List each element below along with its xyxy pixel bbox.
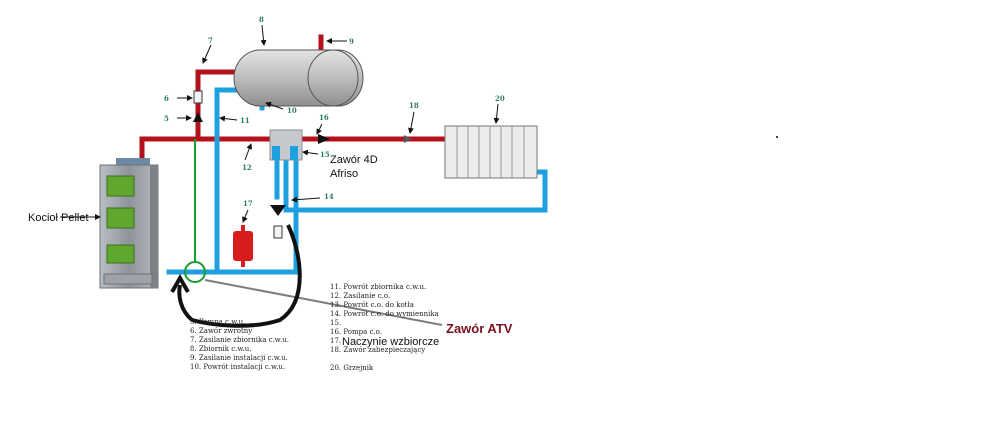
legend-item: 18. Zawór zabezpieczający xyxy=(330,346,425,354)
return-pipe-tank-loop xyxy=(214,87,238,275)
legend-item: 12. Zasilanie c.o. xyxy=(330,292,390,300)
radiator xyxy=(444,125,538,179)
boiler-window-bottom xyxy=(106,244,135,264)
boiler-window-middle xyxy=(106,207,135,229)
vessel-scribble-arrow xyxy=(177,224,302,328)
safety-valve xyxy=(404,135,412,143)
label-number-16: 16 xyxy=(319,113,329,122)
label-number-14: 14 xyxy=(324,192,334,201)
vessel-scribble-arrowhead xyxy=(170,273,190,293)
supply-pipe-boiler-riser xyxy=(139,136,448,166)
legend-item: 8. Zbiornik c.w.u. xyxy=(190,345,252,353)
vessel-label: Naczynie wzbiorcze xyxy=(342,336,439,348)
legend-item: 9. Zasilanie instalacji c.w.u. xyxy=(190,354,288,362)
return-pump xyxy=(270,205,286,239)
legend-item: 7. Zasilanie zbiornika c.w.u. xyxy=(190,336,289,344)
return-pipe-bottom xyxy=(166,155,299,275)
legend-item: 5. Pompa c.w.u. xyxy=(190,318,245,326)
label-number-15: 15 xyxy=(320,150,330,159)
label-number-11: 11 xyxy=(240,116,250,125)
label-number-5: 5 xyxy=(164,114,169,123)
legend-item: 16. Pompa c.o. xyxy=(330,328,382,336)
valve-4d-label: Zawór 4D xyxy=(330,154,378,166)
legend-left: 5. Pompa c.w.u. 6. Zawór zwrotny 7. Zasi… xyxy=(190,318,289,371)
pump-co xyxy=(318,134,330,144)
legend-item: 15. xyxy=(330,319,341,327)
legend-item: 6. Zawór zwrotny xyxy=(190,327,252,335)
callout-arrows xyxy=(60,24,500,223)
legend-item: 14. Powrót c.o. do wymiennika xyxy=(330,310,439,318)
label-number-9: 9 xyxy=(349,37,354,46)
atv-pointer-line xyxy=(204,279,443,326)
label-number-17: 17 xyxy=(243,199,253,208)
legend-item: 10. Powrót instalacji c.w.u. xyxy=(190,363,285,371)
hot-water-tank xyxy=(233,49,364,107)
stray-mark xyxy=(776,136,778,138)
label-number-8: 8 xyxy=(259,15,264,24)
legend-item: 17. xyxy=(330,337,341,345)
pellet-boiler xyxy=(99,158,159,289)
valve-4d xyxy=(269,129,303,161)
label-number-7: 7 xyxy=(208,36,213,45)
atv-label: Zawór ATV xyxy=(446,321,513,336)
return-pipes xyxy=(166,87,548,275)
boiler-window-top xyxy=(106,175,135,197)
label-number-18: 18 xyxy=(409,101,419,110)
boiler-label: Kocioł Pellet xyxy=(28,212,89,224)
return-pipe-radiator-loop xyxy=(283,155,548,213)
label-number-20: 20 xyxy=(495,94,505,103)
check-valve xyxy=(193,90,203,104)
legend-item: 20. Grzejnik xyxy=(330,364,374,372)
pump-dhw xyxy=(193,112,203,122)
label-number-10: 10 xyxy=(287,106,297,115)
legend-item: 11. Powrót zbiornika c.w.u. xyxy=(330,283,426,291)
legend-item: 13. Powrót c.o. do kotła xyxy=(330,301,414,309)
legend-right: 11. Powrót zbiornika c.w.u. 12. Zasilani… xyxy=(330,283,439,372)
atv-valve xyxy=(184,261,206,283)
expansion-vessel xyxy=(233,225,253,267)
label-number-12: 12 xyxy=(242,163,252,172)
label-number-6: 6 xyxy=(164,94,169,103)
afriso-label: Afriso xyxy=(330,168,358,180)
